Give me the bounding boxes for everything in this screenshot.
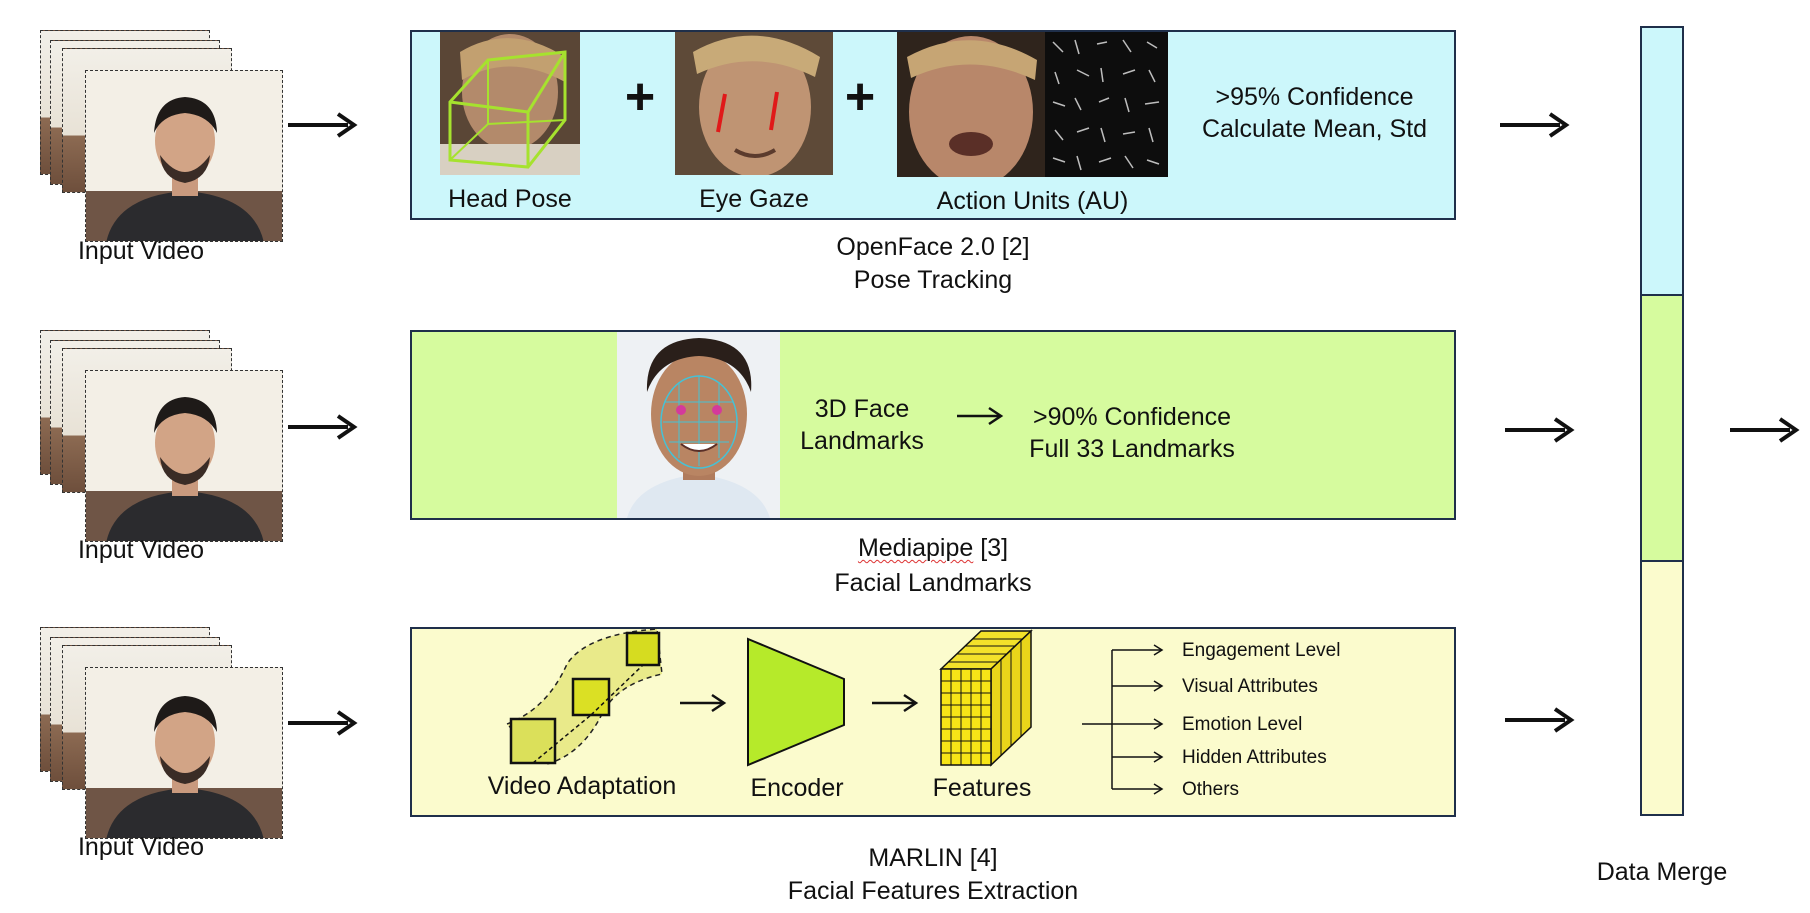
input-video-label: Input Video [77,536,205,564]
output-others: Others [1182,779,1240,800]
eye-gaze-image [675,32,833,175]
head-pose-image [440,32,580,175]
mediapipe-caption-title: Mediapipe [3] [600,533,1266,564]
encoder-label: Encoder [750,774,844,802]
mediapipe-name: Mediapipe [857,534,974,562]
arrow-right-icon [1505,417,1575,443]
plus-icon: + [624,68,656,126]
data-merge-label: Data Merge [1596,858,1728,886]
arrow-right-icon [288,414,358,440]
openface-caption-subtitle: Pose Tracking [853,266,1013,294]
mediapipe-caption-subtitle: Facial Landmarks [834,569,1032,597]
action-units-face-image [897,32,1045,177]
input-video-label: Input Video [77,237,205,265]
output-hidden-attributes: Hidden Attributes [1182,747,1327,768]
person-photo [85,70,283,242]
landmarks-label-line-1: 3D Face [814,395,910,423]
output-visual-attributes: Visual Attributes [1182,676,1318,697]
output-emotion-level: Emotion Level [1182,714,1303,735]
merge-segment-mediapipe [1642,296,1682,562]
arrow-right-icon [680,693,727,713]
video-adaptation-diagram [505,628,663,765]
input-video-label: Input Video [77,833,205,861]
action-units-gabor-image [1045,32,1168,177]
arrow-right-icon [288,112,358,138]
mediapipe-panel: 3D Face Landmarks >90% Confidence Full 3… [410,330,1456,520]
face-landmarks-image [617,332,780,518]
mediapipe-ref: [3] [973,534,1009,562]
data-merge-bar [1640,26,1684,816]
head-pose-label: Head Pose [448,185,572,213]
eye-gaze-label: Eye Gaze [699,185,809,213]
person-photo [85,370,283,542]
plus-icon: + [844,68,876,126]
openface-caption-title: OpenFace 2.0 [2] [836,233,1030,261]
landmarks-label-line-2: Landmarks [800,427,924,455]
arrow-right-icon [288,710,358,736]
marlin-caption-subtitle: Facial Features Extraction [787,877,1079,905]
marlin-panel: Video Adaptation Encoder Features [410,627,1456,817]
merge-segment-marlin [1642,562,1682,814]
output-engagement-level: Engagement Level [1182,640,1341,661]
arrow-right-icon [872,693,919,713]
confidence-line-1: >95% Confidence [1215,83,1414,111]
person-photo [85,667,283,839]
openface-panel: Head Pose + Eye Gaze + [410,30,1456,220]
output-branches [1082,644,1164,795]
merge-segment-openface [1642,28,1682,296]
arrow-right-icon [1505,707,1575,733]
encoder-shape [747,637,845,767]
action-units-label: Action Units (AU) [936,187,1129,215]
arrow-right-icon [1500,112,1570,138]
arrow-right-icon [1730,417,1800,443]
confidence-line-2: Full 33 Landmarks [1029,435,1235,463]
features-label: Features [932,774,1032,802]
features-cube [939,629,1033,767]
arrow-right-icon [957,406,1004,426]
confidence-line-1: >90% Confidence [1032,403,1232,431]
marlin-caption-title: MARLIN [4] [868,844,998,872]
confidence-line-2: Calculate Mean, Std [1201,115,1428,143]
video-adaptation-label: Video Adaptation [487,772,677,800]
